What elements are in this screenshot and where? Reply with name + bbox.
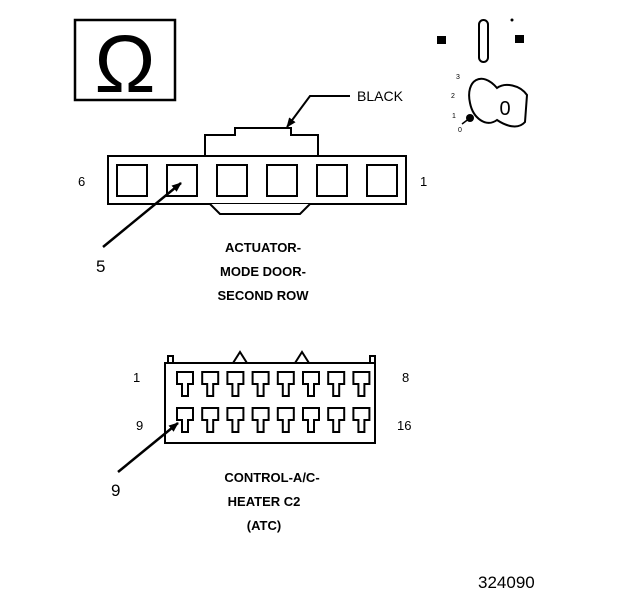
- terminal-cavity-12: [251, 407, 270, 433]
- terminal-cavity-13: [276, 407, 295, 433]
- terminal-cavity-1: [176, 371, 194, 397]
- pin-label-top-left: 1: [133, 370, 140, 385]
- terminal-cavity-7: [327, 371, 346, 397]
- terminal-cavity-4: [251, 371, 270, 397]
- pin-label-1: 1: [420, 174, 427, 189]
- pin-9-callout-arrow: [117, 422, 179, 473]
- pin-label-6: 6: [78, 174, 85, 189]
- pin-label-bottom-right: 16: [397, 418, 411, 433]
- connector-1-caption-line-3: SECOND ROW: [218, 288, 310, 303]
- terminal-cavity-16: [352, 407, 371, 433]
- pin-cavity-6: [116, 164, 148, 197]
- terminal-cavity-3: [226, 371, 245, 397]
- pin-cavity-3: [266, 164, 298, 197]
- key-position-2: 2: [451, 93, 455, 100]
- terminal-cavity-5: [276, 371, 295, 397]
- pin-5-callout-label: 5: [96, 257, 105, 276]
- connector-1-caption-line-2: MODE DOOR-: [220, 264, 306, 279]
- omega-icon: Ω: [94, 19, 155, 110]
- terminal-cavity-10: [201, 407, 220, 433]
- pin-label-top-right: 8: [402, 370, 409, 385]
- terminal-cavity-15: [327, 407, 346, 433]
- wire-color-leader: [286, 95, 350, 128]
- connector-1-caption-line-1: ACTUATOR-: [225, 240, 301, 255]
- pin-9-callout-label: 9: [111, 481, 120, 500]
- pin-5-callout-arrow: [102, 182, 182, 248]
- key-position-1: 1: [452, 113, 456, 120]
- ohmmeter-symbol: Ω: [73, 18, 177, 110]
- terminal-cavity-8: [352, 371, 371, 397]
- key-label: 0: [499, 98, 510, 120]
- key-position-3: 3: [456, 74, 460, 81]
- terminal-cavity-14: [302, 407, 320, 433]
- key-position-0: 0: [458, 127, 462, 134]
- connector-actuator-mode-door: BLACK 6 1 5 ACTUATOR- MODE DOOR- SECOND …: [78, 88, 427, 303]
- ignition-switch-icon: 0 3 2 1 0: [437, 18, 529, 134]
- pin-cavity-4: [216, 164, 248, 197]
- terminal-cavity-2: [201, 371, 220, 397]
- terminal-grid: [176, 371, 371, 433]
- connector-control-ac-heater-c2: 1 8 9 16 9 CONTROL-A/C- HEATER C2 (ATC): [111, 350, 411, 533]
- pin-label-bottom-left: 9: [136, 418, 143, 433]
- connector-2-caption-line-2: HEATER C2: [228, 494, 301, 509]
- figure-number: 324090: [478, 573, 535, 592]
- pin-cavity-2: [316, 164, 348, 197]
- wire-color-label: BLACK: [357, 88, 404, 104]
- terminal-cavity-9: [176, 407, 194, 433]
- pin-cavity-1: [366, 164, 398, 197]
- terminal-cavity-11: [226, 407, 245, 433]
- connector-2-caption-line-3: (ATC): [247, 518, 281, 533]
- connector-2-caption-line-1: CONTROL-A/C-: [224, 470, 319, 485]
- terminal-cavity-6: [302, 371, 320, 397]
